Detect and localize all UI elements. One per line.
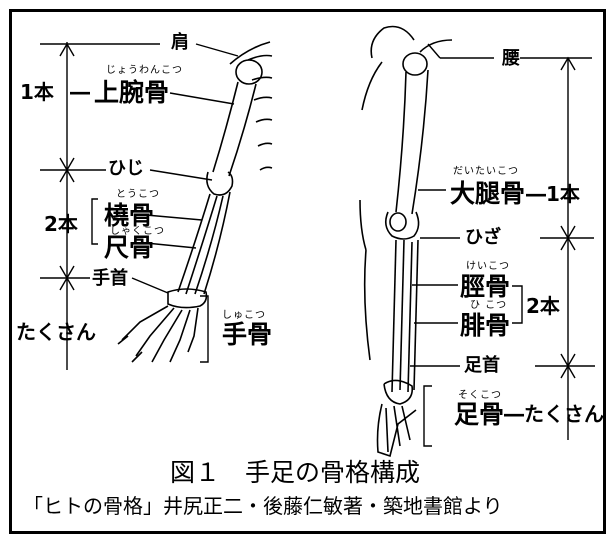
label-upper-arm-count: 1本 [20,80,54,104]
label-foot-count: ―たくさん [504,402,604,426]
label-knee: ひざ [465,227,501,248]
leg-dimension-lines [410,43,595,447]
ruby-humerus: じょうわんこつ [106,65,183,76]
label-fibula: 腓骨 [460,311,511,340]
ruby-femur: だいたいこつ [453,166,519,177]
label-forearm-count: 2本 [44,212,78,236]
ruby-radius: とうこつ [116,189,160,200]
ruby-hand-bones: しゅこつ [222,310,266,321]
label-hand-bones: 手骨 [222,320,273,349]
figure-source: 「ヒトの骨格」井尻正二・後藤仁敏著・築地書館より [23,494,503,518]
label-foot-bones: 足骨 [454,400,505,429]
label-femur-count: ―1本 [526,182,580,206]
label-lower-leg-count: 2本 [526,294,560,318]
label-wrist: 手首 [92,268,128,289]
ruby-tibia: けいこつ [466,261,510,272]
label-hand-count: たくさん [16,320,96,344]
label-shoulder: 肩 [171,32,189,53]
ruby-fibula: ひ こつ [470,300,508,311]
label-humerus: 上腕骨 [94,78,170,107]
ruby-foot-bones: そくこつ [458,390,502,401]
figure-title: 図１ 手足の骨格構成 [170,458,421,487]
label-tibia: 脛骨 [460,272,511,301]
figure-frame [9,9,606,534]
label-upper-arm-dash: ― [70,80,90,104]
label-ankle: 足首 [464,355,500,376]
label-radius: 橈骨 [104,201,155,230]
label-femur: 大腿骨 [450,179,526,208]
arm-dimension-lines [40,42,239,370]
label-hip: 腰 [502,48,520,69]
leg-illustration [359,25,453,458]
ruby-ulna: しゃくこつ [110,226,165,237]
label-elbow: ひじ [108,158,144,179]
label-ulna: 尺骨 [104,233,155,262]
arm-illustration [117,41,273,363]
